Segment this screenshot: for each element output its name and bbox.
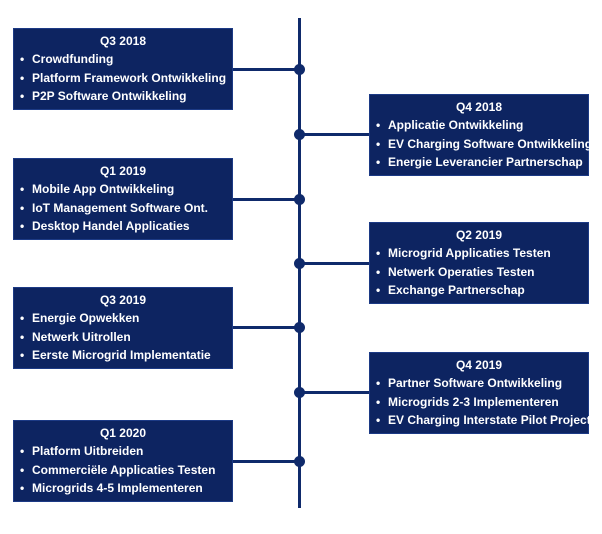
bullet-icon: •	[376, 246, 381, 260]
milestone-item: • IoT Management Software Ont.	[20, 199, 226, 218]
connector-q2-2019	[299, 261, 369, 265]
milestone-title: Q4 2019	[455, 358, 503, 372]
milestone-item: • Platform Framework Ontwikkeling	[20, 69, 226, 88]
connector-q4-2019	[299, 390, 369, 394]
bullet-icon: •	[376, 155, 381, 169]
milestone-item-list: • Mobile App Ontwikkeling • IoT Management …	[20, 180, 226, 236]
bullet-icon: •	[20, 348, 25, 362]
milestone-item: • Microgrids 4-5 Implementeren	[20, 479, 226, 498]
milestone-box-q3-2019: Q3 2019 • Energie Opwekken • Netwerk Uitroll…	[13, 287, 233, 369]
connector-q1-2020	[233, 459, 300, 463]
milestone-item-text: Applicatie Ontwikkeling	[388, 118, 524, 132]
milestone-title: Q4 2018	[455, 100, 503, 114]
milestone-item-text: Microgrids 2-3 Implementeren	[388, 394, 559, 409]
milestone-item: • Commerciële Applicaties Testen	[20, 461, 226, 480]
milestone-item-text: Microgrid Applicaties Testen	[388, 246, 551, 260]
milestone-item-text: Energie Opwekken	[32, 311, 140, 325]
timeline-node-q1-2020	[294, 455, 305, 467]
milestone-item: • Desktop Handel Applicaties	[20, 217, 226, 236]
timeline-node-q2-2019	[294, 257, 305, 269]
milestone-item-text: Commerciële Applicaties Testen	[32, 462, 216, 477]
milestone-item: • Microgrid Applicaties Testen	[376, 244, 582, 263]
bullet-icon: •	[20, 329, 25, 344]
milestone-item-list: • Partner Software Ontwikkeling • Microgrid…	[376, 374, 591, 430]
bullet-icon: •	[376, 394, 381, 409]
milestone-item-text: Mobile App Ontwikkeling	[32, 182, 175, 196]
milestone-title: Q3 2019	[99, 293, 147, 307]
milestone-item: • Partner Software Ontwikkeling	[376, 374, 582, 393]
milestone-item: • Applicatie Ontwikkeling	[376, 116, 582, 135]
milestone-box-q3-2018: Q3 2018 • Crowdfunding • Platform Framework …	[13, 28, 233, 110]
milestone-item: • Eerste Microgrid Implementatie	[20, 346, 226, 365]
bullet-icon: •	[376, 283, 381, 297]
milestone-item-list: • Crowdfunding • Platform Framework Ontwikk…	[20, 50, 226, 106]
bullet-icon: •	[20, 444, 25, 458]
milestone-title: Q3 2018	[99, 34, 147, 48]
milestone-box-q2-2019: Q2 2019 • Microgrid Applicaties Testen • Net…	[369, 222, 589, 304]
timeline-node-q4-2018	[294, 128, 305, 140]
milestone-item-text: Netwerk Operaties Testen	[388, 264, 535, 279]
milestone-item: • Energie Opwekken	[20, 309, 226, 328]
milestone-item-list: • Applicatie Ontwikkeling • EV Charging Sof…	[376, 116, 592, 172]
milestone-item-text: Desktop Handel Applicaties	[32, 219, 190, 233]
milestone-item: • Microgrids 2-3 Implementeren	[376, 393, 582, 412]
milestone-item-text: Partner Software Ontwikkeling	[388, 376, 563, 390]
bullet-icon: •	[20, 70, 25, 85]
milestone-box-q4-2018: Q4 2018 • Applicatie Ontwikkeling • EV Charg…	[369, 94, 592, 176]
milestone-item-list: • Microgrid Applicaties Testen • Netwerk Op…	[376, 244, 582, 300]
milestone-item-text: Energie Leverancier Partnerschap	[388, 155, 583, 169]
connector-q1-2019	[233, 197, 300, 201]
milestone-item-text: Eerste Microgrid Implementatie	[32, 348, 211, 362]
bullet-icon: •	[20, 219, 25, 233]
milestone-title: Q1 2020	[99, 426, 147, 440]
milestone-item: • Netwerk Uitrollen	[20, 328, 226, 347]
timeline-node-q1-2019	[294, 193, 305, 205]
bullet-icon: •	[376, 118, 381, 132]
milestone-box-q1-2020: Q1 2020 • Platform Uitbreiden • Commerciële …	[13, 420, 233, 502]
bullet-icon: •	[20, 311, 25, 325]
timeline-node-q3-2018	[294, 63, 305, 75]
milestone-item-list: • Platform Uitbreiden • Commerciële Applica…	[20, 442, 226, 498]
milestone-item: • EV Charging Interstate Pilot Project	[376, 411, 591, 430]
milestone-item-text: Platform Framework Ontwikkeling	[32, 70, 227, 85]
milestone-item-list: • Energie Opwekken • Netwerk Uitrollen • Eers…	[20, 309, 226, 365]
milestone-item-text: Microgrids 4-5 Implementeren	[32, 481, 203, 495]
milestone-item-text: Netwerk Uitrollen	[32, 329, 131, 344]
milestone-box-q1-2019: Q1 2019 • Mobile App Ontwikkeling • IoT Mana…	[13, 158, 233, 240]
bullet-icon: •	[376, 136, 381, 151]
milestone-item: • Platform Uitbreiden	[20, 442, 226, 461]
connector-q3-2019	[233, 325, 300, 329]
bullet-icon: •	[20, 200, 25, 215]
connector-q4-2018	[299, 132, 369, 136]
milestone-item: • Exchange Partnerschap	[376, 281, 582, 300]
bullet-icon: •	[20, 89, 25, 103]
milestone-item-text: EV Charging Software Ontwikkeling	[388, 136, 593, 151]
milestone-item: • Netwerk Operaties Testen	[376, 263, 582, 282]
bullet-icon: •	[20, 52, 25, 66]
bullet-icon: •	[20, 462, 25, 477]
connector-q3-2018	[233, 67, 300, 71]
milestone-item: • EV Charging Software Ontwikkeling	[376, 135, 592, 154]
milestone-title: Q2 2019	[455, 228, 503, 242]
milestone-item: • Mobile App Ontwikkeling	[20, 180, 226, 199]
bullet-icon: •	[20, 182, 25, 196]
milestone-item: • Crowdfunding	[20, 50, 226, 69]
timeline-node-q4-2019	[294, 386, 305, 398]
milestone-item: • Energie Leverancier Partnerschap	[376, 153, 583, 172]
bullet-icon: •	[376, 264, 381, 279]
milestone-item-text: Platform Uitbreiden	[32, 444, 144, 458]
timeline-node-q3-2019	[294, 321, 305, 333]
bullet-icon: •	[376, 413, 381, 427]
milestone-box-q4-2019: Q4 2019 • Partner Software Ontwikkeling • Mi…	[369, 352, 591, 434]
milestone-title: Q1 2019	[99, 164, 147, 178]
milestone-item-text: Exchange Partnerschap	[388, 283, 525, 297]
milestone-item-text: IoT Management Software Ont.	[32, 200, 209, 215]
milestone-item-text: Crowdfunding	[32, 52, 114, 66]
milestone-item-text: EV Charging Interstate Pilot Project	[388, 413, 591, 427]
bullet-icon: •	[20, 481, 25, 495]
bullet-icon: •	[376, 376, 381, 390]
milestone-item-text: P2P Software Ontwikkeling	[32, 89, 187, 103]
milestone-item: • P2P Software Ontwikkeling	[20, 87, 226, 106]
